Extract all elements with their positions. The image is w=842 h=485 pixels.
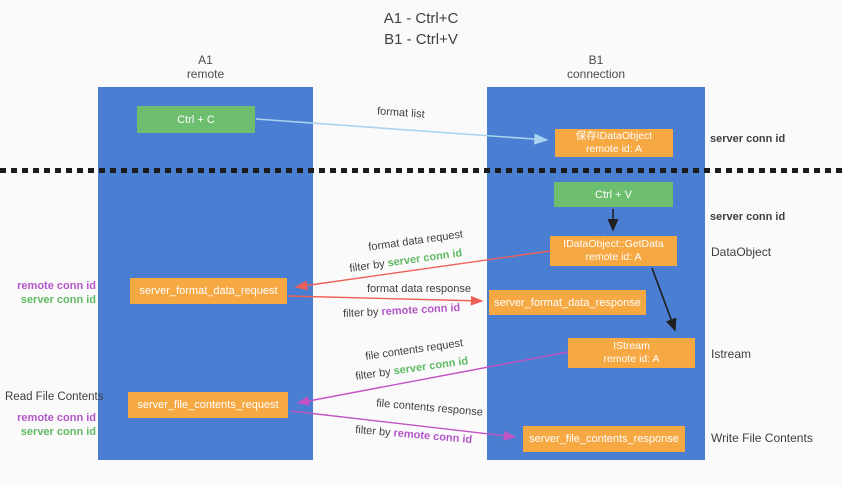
label-server-conn-id-text-2: server conn id [392,355,469,378]
node-file-request-label: server_file_contents_request [137,399,279,411]
label-filter-by-text-2: filter by [342,306,379,321]
title-line-2: B1 - Ctrl+V [384,31,458,48]
label-server-conn-id-text-1: server conn id [386,247,463,270]
annotation-remote-conn-id-upper: remote conn id [17,280,96,292]
node-istream-line1: IStream [613,340,650,352]
node-getdata-line2: remote id: A [585,251,642,263]
node-getdata-line1: IDataObject::GetData [563,238,664,250]
label-remote-conn-id-text-2: remote conn id [393,427,473,447]
annotation-server-conn-id-lower: server conn id [20,426,96,438]
title-line-1: A1 - Ctrl+C [383,10,459,27]
column-header-b1: B1 connection [487,53,705,81]
node-file-response-label: server_file_contents_response [529,433,679,445]
node-format-request-label: server_format_data_request [139,285,278,297]
node-ctrl-v: Ctrl + V [554,182,673,207]
node-ctrl-v-label: Ctrl + V [595,188,632,201]
annotation-server-conn-id-top: server conn id [710,133,786,145]
column-a1-name: A1 [198,53,213,67]
annotation-conn-ids-lower: remote conn id server conn id [6,411,96,439]
label-filter-by-text-1: filter by [348,258,386,275]
node-ctrl-c: Ctrl + C [137,106,255,133]
node-ctrl-c-label: Ctrl + C [177,113,215,126]
label-remote-conn-id-text-1: remote conn id [381,301,461,319]
label-filter-by-text-3: filter by [354,366,392,383]
node-server-file-contents-request: server_file_contents_request [128,392,288,418]
node-save-idataobject-line1: 保存IDataObject [575,130,653,142]
node-istream: IStream remote id: A [568,338,695,368]
label-filter-by-server-conn-id-1: filter byserver conn id [349,247,463,275]
diagram-title: A1 - Ctrl+C B1 - Ctrl+V [0,8,842,50]
column-b1-subtitle: connection [566,67,626,81]
label-format-data-response: format data response [367,283,471,295]
label-filter-by-text-4: filter by [354,423,392,439]
column-b1-name: B1 [588,53,604,67]
label-format-list: format list [376,105,426,121]
node-format-response-label: server_format_data_response [494,296,641,309]
node-server-file-contents-response: server_file_contents_response [523,426,685,452]
node-server-format-data-request: server_format_data_request [130,278,287,304]
node-server-format-data-response: server_format_data_response [489,290,646,315]
node-idataobject-getdata: IDataObject::GetData remote id: A [550,236,677,266]
label-file-contents-response: file contents response [375,397,484,419]
annotation-remote-conn-id-lower: remote conn id [17,412,96,424]
column-header-a1: A1 remote [98,53,313,81]
annotation-dataobject: DataObject [711,245,772,259]
annotation-conn-ids-upper: remote conn id server conn id [6,279,96,307]
annotation-write-file-contents: Write File Contents [711,431,813,445]
node-istream-line2: remote id: A [603,353,660,365]
node-save-idataobject: 保存IDataObject remote id: A [555,129,673,157]
annotation-server-conn-id-mid: server conn id [710,211,786,223]
arrow-format-data-response [287,295,484,306]
annotation-server-conn-id-upper: server conn id [20,294,96,306]
column-a1-subtitle: remote [186,67,225,81]
phase-separator-dotted-line [0,168,842,173]
node-save-idataobject-line2: remote id: A [585,143,643,155]
annotation-istream: Istream [711,347,752,361]
annotation-read-file-contents: Read File Contents [5,391,104,403]
